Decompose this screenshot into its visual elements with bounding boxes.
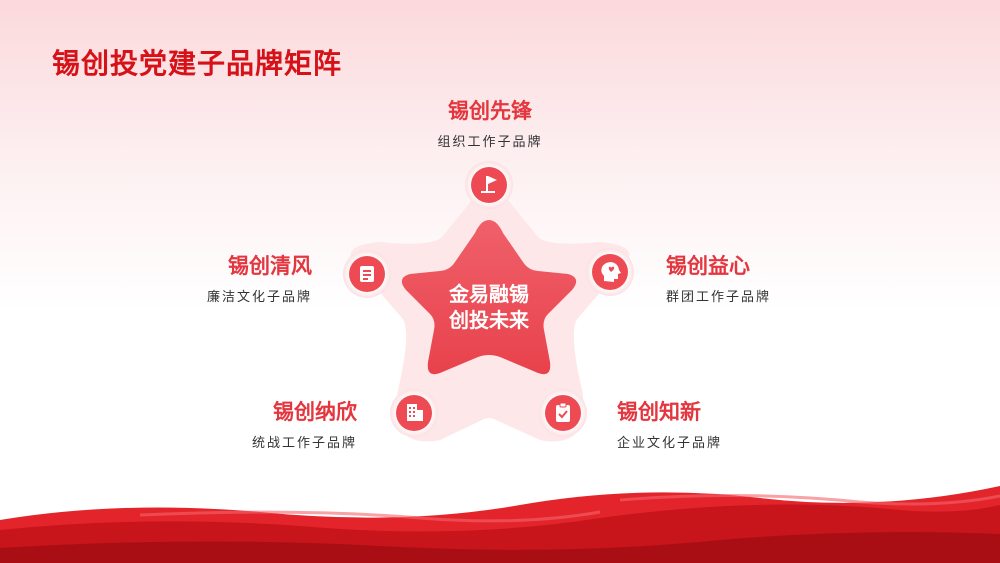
node-top bbox=[465, 161, 513, 209]
brand-label-lower-left: 锡创纳欣 统战工作子品牌 bbox=[195, 396, 357, 451]
center-slogan-line1: 金易融锡 bbox=[449, 284, 529, 306]
brand-desc: 企业文化子品牌 bbox=[617, 435, 723, 450]
brand-name: 锡创益心 bbox=[666, 255, 750, 278]
brand-name: 锡创知新 bbox=[617, 401, 701, 424]
brand-label-top: 锡创先锋 组织工作子品牌 bbox=[390, 95, 590, 150]
clipboard-icon bbox=[556, 402, 570, 422]
node-lower-left bbox=[390, 389, 438, 437]
node-upper-right bbox=[586, 248, 634, 296]
heart-head-icon bbox=[601, 262, 621, 282]
document-icon bbox=[360, 266, 374, 282]
brand-name: 锡创清风 bbox=[228, 255, 312, 278]
center-slogan: 金易融锡 创投未来 bbox=[404, 282, 574, 334]
brand-label-upper-right: 锡创益心 群团工作子品牌 bbox=[666, 250, 866, 305]
flag-icon bbox=[481, 176, 497, 193]
red-ribbon bbox=[0, 486, 1000, 563]
brand-name: 锡创纳欣 bbox=[273, 401, 357, 424]
brand-label-lower-right: 锡创知新 企业文化子品牌 bbox=[617, 396, 817, 451]
brand-desc: 组织工作子品牌 bbox=[437, 134, 543, 149]
brand-desc: 廉洁文化子品牌 bbox=[206, 289, 312, 304]
node-lower-right bbox=[539, 389, 587, 437]
node-upper-left bbox=[343, 250, 391, 298]
center-slogan-line2: 创投未来 bbox=[449, 310, 529, 332]
brand-name: 锡创先锋 bbox=[448, 100, 532, 123]
brand-label-upper-left: 锡创清风 廉洁文化子品牌 bbox=[150, 250, 312, 305]
brand-desc: 群团工作子品牌 bbox=[666, 289, 772, 304]
building-icon bbox=[407, 404, 423, 421]
brand-desc: 统战工作子品牌 bbox=[251, 435, 357, 450]
center-star bbox=[401, 220, 577, 375]
slide-title: 锡创投党建子品牌矩阵 bbox=[52, 49, 343, 80]
